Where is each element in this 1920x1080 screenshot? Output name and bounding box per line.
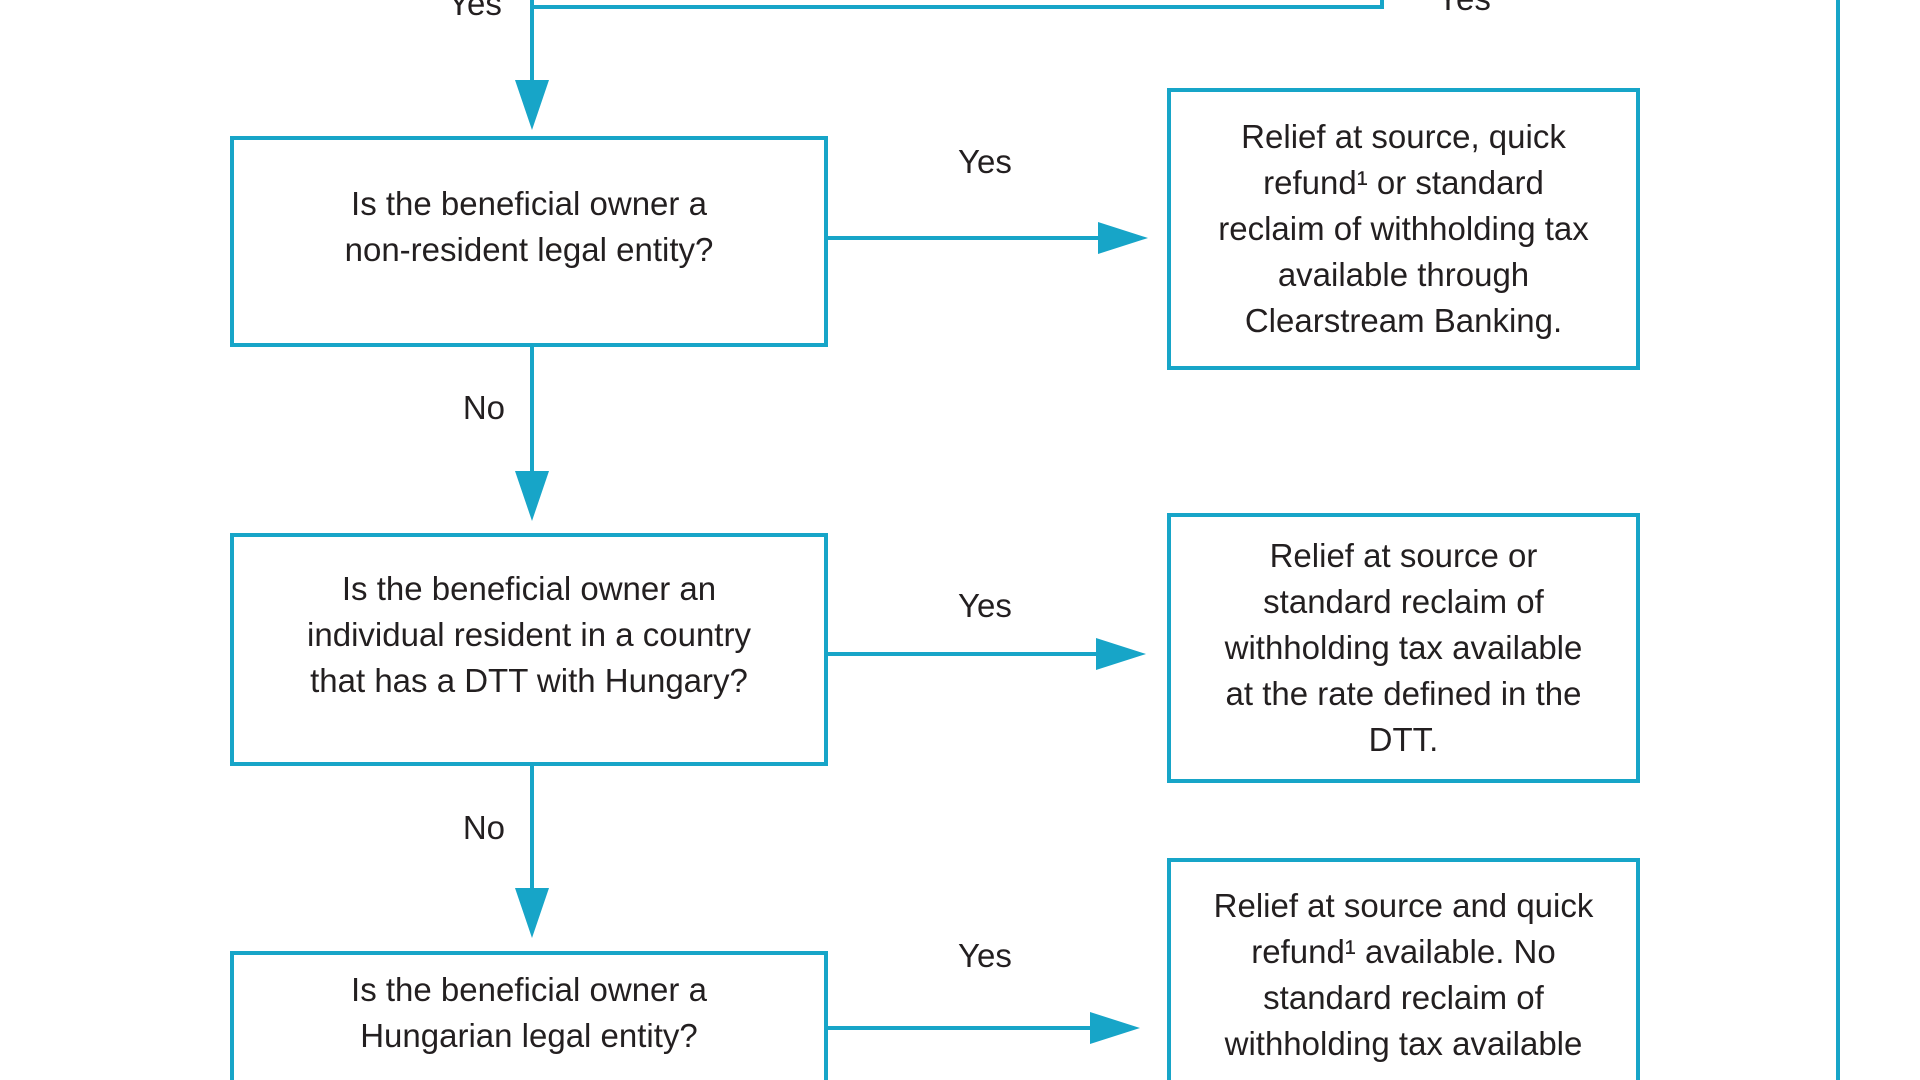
- top-vertical-connector: [530, 0, 534, 82]
- yes-label-row2: Yes: [958, 587, 1012, 624]
- question-line: non-resident legal entity?: [344, 230, 714, 268]
- result-box-relief-no-standard-reclaim: Relief at source and quick refund¹ avail…: [1167, 858, 1640, 1080]
- top-right-connector-stub: [1380, 0, 1384, 9]
- yes-connector-row1: [828, 236, 1098, 240]
- no-connector-row1: [530, 347, 534, 471]
- yes-connector-row2: [828, 652, 1096, 656]
- no-label-row2: No: [462, 809, 505, 846]
- question-line: Is the beneficial owner a: [351, 184, 707, 222]
- yes-label-row3: Yes: [958, 937, 1012, 974]
- top-yes-right-label: Yes: [1437, 0, 1491, 19]
- result-line: reclaim of withholding tax: [1218, 210, 1589, 247]
- result-line: Relief at source, quick: [1241, 118, 1566, 155]
- result-line: DTT.: [1368, 721, 1439, 758]
- result-line: Clearstream Banking.: [1244, 302, 1563, 339]
- arrow-down-icon: [515, 80, 549, 130]
- question-box-hungarian-entity: Is the beneficial owner a Hungarian lega…: [230, 951, 828, 1080]
- result-box-relief-quick-refund: Relief at source, quick refund¹ or stand…: [1167, 88, 1640, 370]
- result-line: Relief at source or: [1269, 537, 1538, 574]
- result-line: standard reclaim of: [1263, 583, 1544, 620]
- question-line: Hungarian legal entity?: [360, 1017, 698, 1054]
- arrow-down-icon: [515, 888, 549, 938]
- result-box-relief-dtt-rate: Relief at source or standard reclaim of …: [1167, 513, 1640, 783]
- result-line: refund¹ or standard: [1263, 164, 1544, 201]
- yes-label-row1: Yes: [958, 143, 1012, 180]
- top-horizontal-connector: [532, 5, 1384, 9]
- no-connector-row2: [530, 766, 534, 888]
- question-line: individual resident in a country: [307, 615, 751, 653]
- result-line: Relief at source and quick: [1213, 887, 1594, 924]
- arrow-right-icon: [1090, 1012, 1140, 1044]
- page-right-rule: [1836, 0, 1840, 1080]
- arrow-right-icon: [1098, 222, 1148, 254]
- question-line: that has a DTT with Hungary?: [310, 661, 748, 699]
- result-line: refund¹ available. No: [1251, 933, 1556, 970]
- result-line: withholding tax available: [1224, 1025, 1583, 1062]
- result-line: at the rate defined in the: [1225, 675, 1582, 712]
- arrow-down-icon: [515, 471, 549, 521]
- question-box-non-resident-entity: Is the beneficial owner a non-resident l…: [230, 136, 828, 347]
- result-line: available through: [1277, 256, 1530, 293]
- question-line: Is the beneficial owner a: [351, 971, 707, 1008]
- no-label-row1: No: [462, 389, 505, 426]
- yes-connector-row3: [828, 1026, 1090, 1030]
- question-line: Is the beneficial owner an: [341, 569, 717, 607]
- result-line: withholding tax available: [1224, 629, 1583, 666]
- question-box-individual-dtt-hungary: Is the beneficial owner an individual re…: [230, 533, 828, 766]
- top-yes-left-label: Yes: [448, 0, 502, 22]
- arrow-right-icon: [1096, 638, 1146, 670]
- result-line: standard reclaim of: [1263, 979, 1544, 1016]
